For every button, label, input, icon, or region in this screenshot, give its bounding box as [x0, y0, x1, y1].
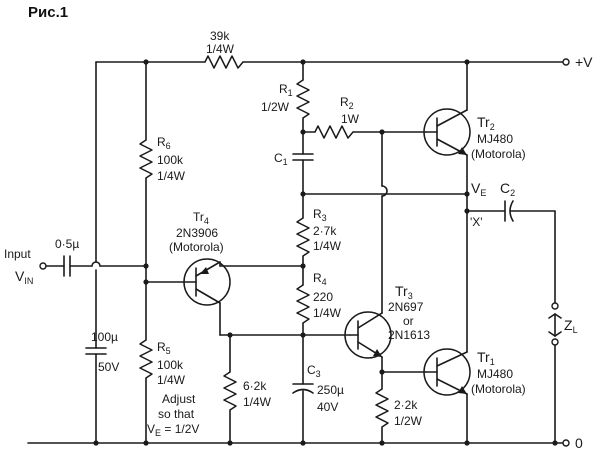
svg-text:VIN: VIN: [15, 268, 33, 286]
resistor-R3-power: 1/4W: [313, 239, 342, 253]
svg-text:C1: C1: [274, 151, 288, 167]
resistor-2k2: 2·2k 1/2W: [375, 388, 423, 428]
Tr3-part: 2N697: [388, 300, 424, 314]
node-x-label: 'X': [470, 215, 483, 229]
ve-label: V: [471, 180, 481, 196]
input-v: V: [15, 268, 25, 284]
svg-text:Tr2: Tr2: [477, 114, 495, 132]
capacitor-C3-voltage: 40V: [317, 400, 338, 414]
capacitor-C2: C2: [500, 180, 515, 222]
resistor-R1: R1 1/2W: [261, 79, 310, 119]
positive-rail-label: +V: [575, 54, 593, 70]
resistor-2k2-value: 2·2k: [394, 398, 418, 412]
resistor-6k2-power: 1/4W: [243, 395, 272, 409]
svg-text:C3: C3: [307, 363, 321, 379]
Tr2-part: MJ480: [477, 132, 513, 146]
svg-text:VE: VE: [471, 180, 486, 198]
resistor-R5: R5 100k 1/4W: [139, 339, 186, 387]
resistor-R3-value: 2·7k: [313, 224, 337, 238]
transistor-Tr1: Tr1 MJ480 (Motorola): [423, 348, 526, 396]
svg-text:Tr3: Tr3: [395, 283, 413, 301]
capacitor-100u-voltage: 50V: [98, 360, 119, 374]
capacitor-100u: 100µ 50V: [85, 330, 119, 374]
resistor-6k2-value: 6·2k: [243, 379, 267, 393]
Tr4-maker: (Motorola): [169, 240, 224, 254]
svg-text:VE = 1/2V: VE = 1/2V: [147, 422, 199, 438]
Tr1-part: MJ480: [477, 367, 513, 381]
input-label: Input: [4, 247, 31, 261]
Tr2-maker: (Motorola): [471, 147, 526, 161]
transistor-Tr3: Tr3 2N697 or 2N1613: [344, 283, 430, 359]
transistor-Tr2: Tr2 MJ480 (Motorola): [423, 108, 526, 161]
input-terminal: Input VIN: [4, 247, 65, 286]
positive-rail: +V: [95, 54, 593, 70]
ground-rail-label: 0: [575, 435, 583, 451]
svg-text:Tr4: Tr4: [193, 210, 209, 226]
Tr3-or: or: [403, 314, 414, 328]
svg-text:R6: R6: [157, 135, 171, 151]
transistor-Tr4: Tr4 2N3906 (Motorola): [169, 210, 231, 306]
svg-text:Tr1: Tr1: [477, 349, 495, 367]
capacitor-C3-value: 250µ: [317, 383, 344, 397]
Tr4-part: 2N3906: [176, 226, 218, 240]
load-ZL: ZL: [548, 302, 578, 346]
resistor-R3: R3 2·7k 1/4W: [296, 207, 342, 257]
junction-dots: [93, 59, 558, 446]
resistor-39k-power: 1/4W: [206, 42, 235, 56]
figure-title: Рис.1: [28, 4, 69, 21]
resistor-R1-power: 1/2W: [261, 100, 290, 114]
Tr3-alt: 2N1613: [388, 328, 430, 342]
capacitor-C1: C1: [274, 151, 314, 167]
svg-text:so that: so that: [158, 407, 195, 421]
resistor-R5-value: 100k: [157, 358, 184, 372]
svg-text:R2: R2: [340, 95, 354, 111]
svg-text:Adjust: Adjust: [162, 392, 196, 406]
capacitor-100u-value: 100µ: [91, 330, 118, 344]
svg-text:ZL: ZL: [564, 317, 578, 335]
adjust-note: Adjust so that VE = 1/2V: [147, 392, 199, 438]
resistor-R2-power: 1W: [341, 112, 360, 126]
resistor-39k: 39k 1/4W: [204, 29, 244, 69]
resistor-R5-power: 1/4W: [157, 373, 186, 387]
svg-text:R1: R1: [279, 82, 293, 98]
input-capacitor: 0·5µ: [55, 237, 79, 277]
capacitor-C3: C3 250µ 40V: [292, 363, 344, 414]
Tr1-maker: (Motorola): [471, 382, 526, 396]
resistor-R6-value: 100k: [157, 153, 184, 167]
svg-text:R4: R4: [313, 271, 327, 287]
ground-rail: 0: [27, 435, 583, 451]
input-capacitor-value: 0·5µ: [55, 237, 79, 251]
input-v-sub: IN: [24, 276, 33, 286]
resistor-R4-power: 1/4W: [313, 306, 342, 320]
resistor-6k2: 6·2k 1/4W: [223, 371, 272, 411]
svg-text:R3: R3: [313, 207, 327, 223]
resistor-R6: R6 100k 1/4W: [139, 135, 186, 183]
resistor-R4-value: 220: [313, 290, 333, 304]
resistor-39k-value: 39k: [210, 29, 230, 43]
resistor-R4: R4 220 1/4W: [296, 271, 342, 324]
resistor-R2: R2 1W: [314, 95, 360, 139]
resistor-2k2-power: 1/2W: [394, 414, 423, 428]
svg-text:R5: R5: [157, 340, 171, 356]
resistor-R6-power: 1/4W: [157, 169, 186, 183]
svg-text:C2: C2: [500, 180, 515, 198]
